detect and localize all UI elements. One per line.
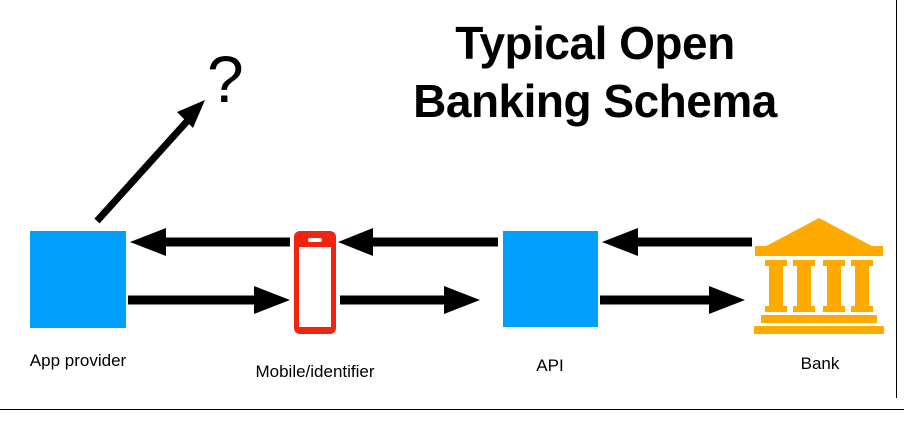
arrow-mobile-to-api [340,286,480,314]
bank-columns [765,260,873,312]
node-label-app-provider: App provider [29,351,127,370]
diagonal-question-arrow [94,100,205,224]
blue-square-icon-api[interactable] [503,231,598,327]
arrow-mobile-to-app-provider [130,228,290,256]
phone-speaker-slot [308,238,322,242]
mobile-phone-icon[interactable] [294,231,336,334]
phone-screen [299,247,331,327]
bank-building-icon[interactable] [752,216,886,334]
node-label-bank: Bank [800,354,840,373]
bank-roof [755,218,883,252]
arrow-api-to-bank [600,286,745,314]
page-title: Typical Open Banking Schema [413,17,777,127]
bank-step-lower [754,326,884,334]
arrow-bank-to-api [602,228,752,256]
page-frame-bottom-edge [0,409,904,410]
arrow-app-provider-to-mobile [128,286,290,314]
node-label-mobile-identifier: Mobile/identifier [255,362,375,381]
bank-architrave [755,246,883,256]
question-mark-icon: ? [207,42,244,116]
arrow-api-to-mobile [338,228,498,256]
blue-square-icon-app-provider[interactable] [30,231,126,328]
bank-step-upper [761,315,877,323]
node-label-api: API [536,356,564,375]
page-frame-right-edge [896,0,897,398]
